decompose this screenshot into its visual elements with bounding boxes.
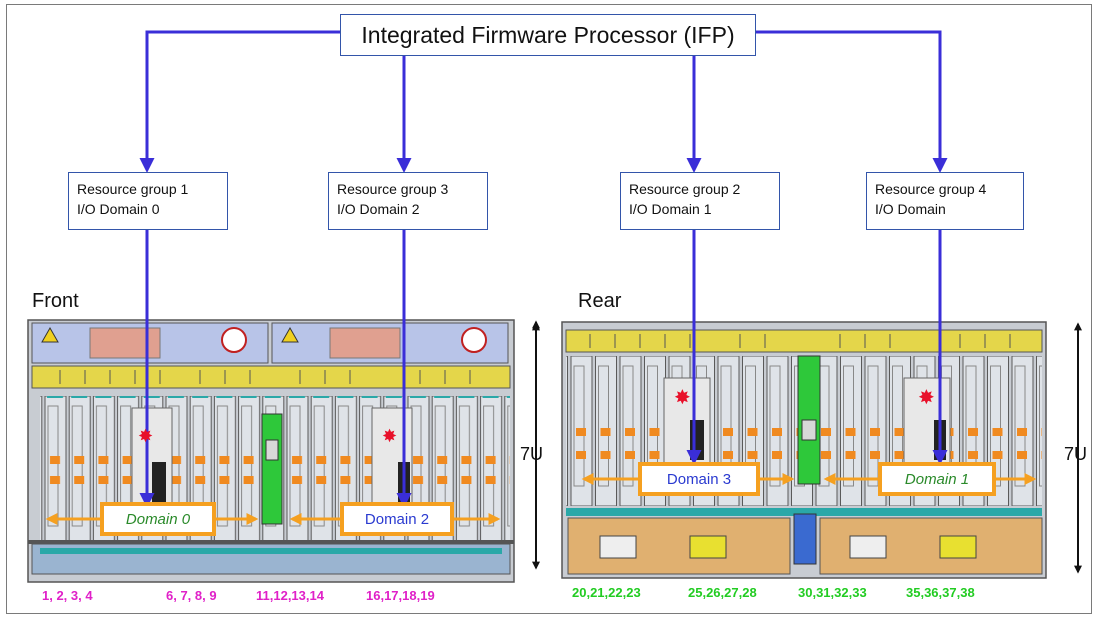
rear-slots-group-3: 30,31,32,33	[798, 585, 867, 600]
resource-group-1-label: Resource group 1	[77, 181, 189, 197]
ifp-connectors	[139, 30, 948, 508]
rear-label: Rear	[578, 290, 622, 312]
resource-group-1-domain: I/O Domain 0	[77, 201, 160, 217]
front-marker-2-icon: ✸	[382, 426, 398, 446]
front-marker-1-icon: ✸	[138, 426, 154, 446]
resource-group-4-label: Resource group 4	[875, 181, 987, 197]
resource-group-2-domain: I/O Domain 1	[629, 201, 712, 217]
front-slots-group-2: 6, 7, 8, 9	[166, 588, 217, 603]
front-slots-group-1: 1, 2, 3, 4	[42, 588, 93, 603]
rear-slots-group-4: 35,36,37,38	[906, 585, 975, 600]
front-height-label: 7U	[520, 444, 544, 464]
front-chassis	[27, 319, 515, 583]
front-domain-0-label: Domain 0	[125, 510, 191, 528]
rear-domain-1-label: Domain 1	[904, 470, 970, 488]
rear-domain-1-box: Domain 1	[878, 462, 996, 496]
front-domain-2-label: Domain 2	[364, 510, 430, 528]
domain-span-arrows	[45, 473, 1037, 525]
ifp-title: Integrated Firmware Processor (IFP)	[361, 21, 735, 48]
resource-group-4-domain: I/O Domain	[875, 201, 946, 217]
rear-domain-3-label: Domain 3	[666, 470, 732, 488]
ifp-title-box: Integrated Firmware Processor (IFP)	[340, 14, 756, 56]
resource-group-3-box: Resource group 3 I/O Domain 2	[328, 172, 488, 230]
resource-group-2-label: Resource group 2	[629, 181, 741, 197]
resource-group-4-box: Resource group 4 I/O Domain	[866, 172, 1024, 230]
resource-group-2-box: Resource group 2 I/O Domain 1	[620, 172, 780, 230]
resource-group-3-label: Resource group 3	[337, 181, 449, 197]
rear-marker-1-icon: ✸	[674, 387, 691, 409]
height-arrows	[532, 320, 1082, 574]
rear-slots-group-2: 25,26,27,28	[688, 585, 757, 600]
front-domain-2-box: Domain 2	[340, 502, 454, 536]
diagram-frame	[6, 4, 1092, 614]
resource-group-3-domain: I/O Domain 2	[337, 201, 420, 217]
rear-marker-2-icon: ✸	[918, 387, 935, 409]
front-label: Front	[32, 290, 79, 312]
rear-chassis	[561, 321, 1047, 579]
front-slots-group-4: 16,17,18,19	[366, 588, 435, 603]
resource-group-1-box: Resource group 1 I/O Domain 0	[68, 172, 228, 230]
front-domain-0-box: Domain 0	[100, 502, 216, 536]
rear-domain-3-box: Domain 3	[638, 462, 760, 496]
front-slots-group-3: 11,12,13,14	[256, 588, 324, 603]
rear-height-label: 7U	[1064, 444, 1088, 464]
rear-slots-group-1: 20,21,22,23	[572, 585, 641, 600]
